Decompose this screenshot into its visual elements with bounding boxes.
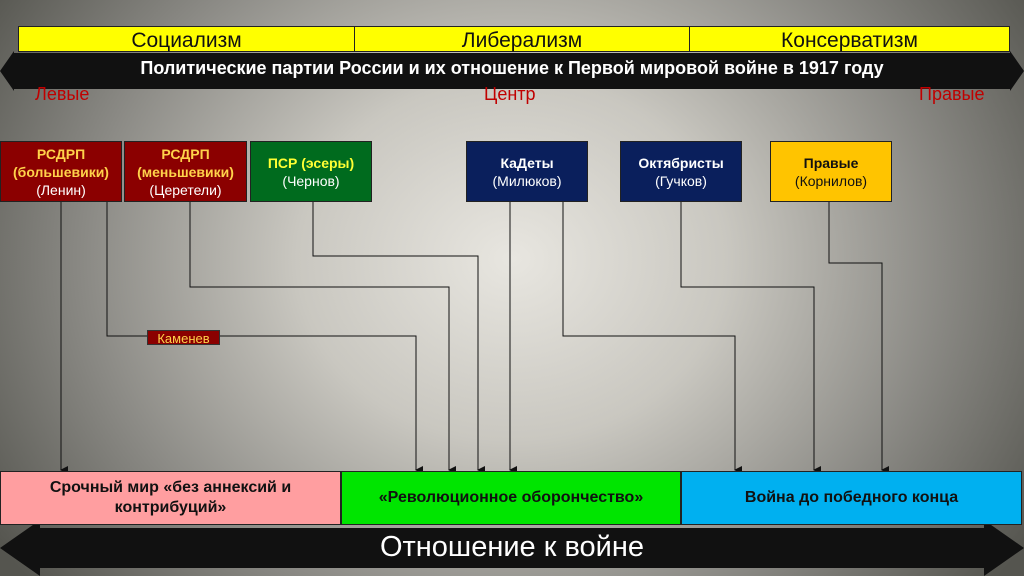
- war-attitude-arrow: [0, 520, 1024, 576]
- line-kadets-b: [562, 202, 742, 474]
- party-octobrists-leader: (Гучков): [655, 172, 707, 189]
- spectrum-center-label: Центр: [484, 84, 536, 104]
- line-rights: [828, 202, 889, 474]
- party-psr-leader: (Чернов): [282, 172, 340, 189]
- party-psr: ПСР (эсеры) (Чернов): [250, 141, 372, 202]
- spectrum-left-label: Левые: [35, 84, 90, 104]
- position-immediate-peace: Срочный мир «без аннексий и контрибуций»: [0, 471, 341, 525]
- party-bolsheviks-faction: (большевики): [13, 163, 109, 180]
- spectrum-right-label: Правые: [919, 84, 985, 104]
- ideology-socialism: Социализм: [18, 26, 355, 52]
- party-kadets-name: КаДеты: [500, 154, 554, 171]
- ideology-conservatism: Консерватизм: [689, 26, 1010, 52]
- party-rights-name: Правые: [803, 154, 859, 171]
- line-octobrists: [680, 202, 821, 474]
- party-bolsheviks-leader: (Ленин): [36, 181, 86, 198]
- page-title: Политические партии России и их отношени…: [140, 58, 884, 78]
- party-kadets: КаДеты (Милюков): [466, 141, 588, 202]
- party-mensheviks-leader: (Церетели): [149, 181, 222, 198]
- party-mensheviks-name: РСДРП: [161, 145, 210, 162]
- spectrum-arrow: [0, 51, 1024, 91]
- party-psr-name: ПСР (эсеры): [267, 154, 355, 171]
- party-bolsheviks-name: РСДРП: [36, 145, 86, 162]
- party-rights-leader: (Корнилов): [794, 172, 868, 189]
- position-revolutionary-defensism: «Революционное оборончество»: [341, 471, 681, 525]
- line-mensheviks: [189, 202, 456, 474]
- ideology-liberalism: Либерализм: [354, 26, 690, 52]
- kamenev-label: Каменев: [147, 330, 220, 346]
- line-kamenev: [106, 202, 423, 474]
- party-kadets-leader: (Милюков): [492, 172, 562, 189]
- party-rights: Правые (Корнилов): [770, 141, 892, 202]
- position-war-to-victory: Война до победного конца: [681, 471, 1022, 525]
- party-mensheviks: РСДРП (меньшевики) (Церетели): [124, 141, 247, 202]
- party-bolsheviks: РСДРП (большевики) (Ленин): [0, 141, 122, 202]
- line-psr: [312, 202, 485, 474]
- footer-label: Отношение к войне: [379, 531, 645, 563]
- party-octobrists-name: Октябристы: [638, 154, 724, 171]
- party-mensheviks-faction: (меньшевики): [137, 163, 234, 180]
- party-octobrists: Октябристы (Гучков): [620, 141, 742, 202]
